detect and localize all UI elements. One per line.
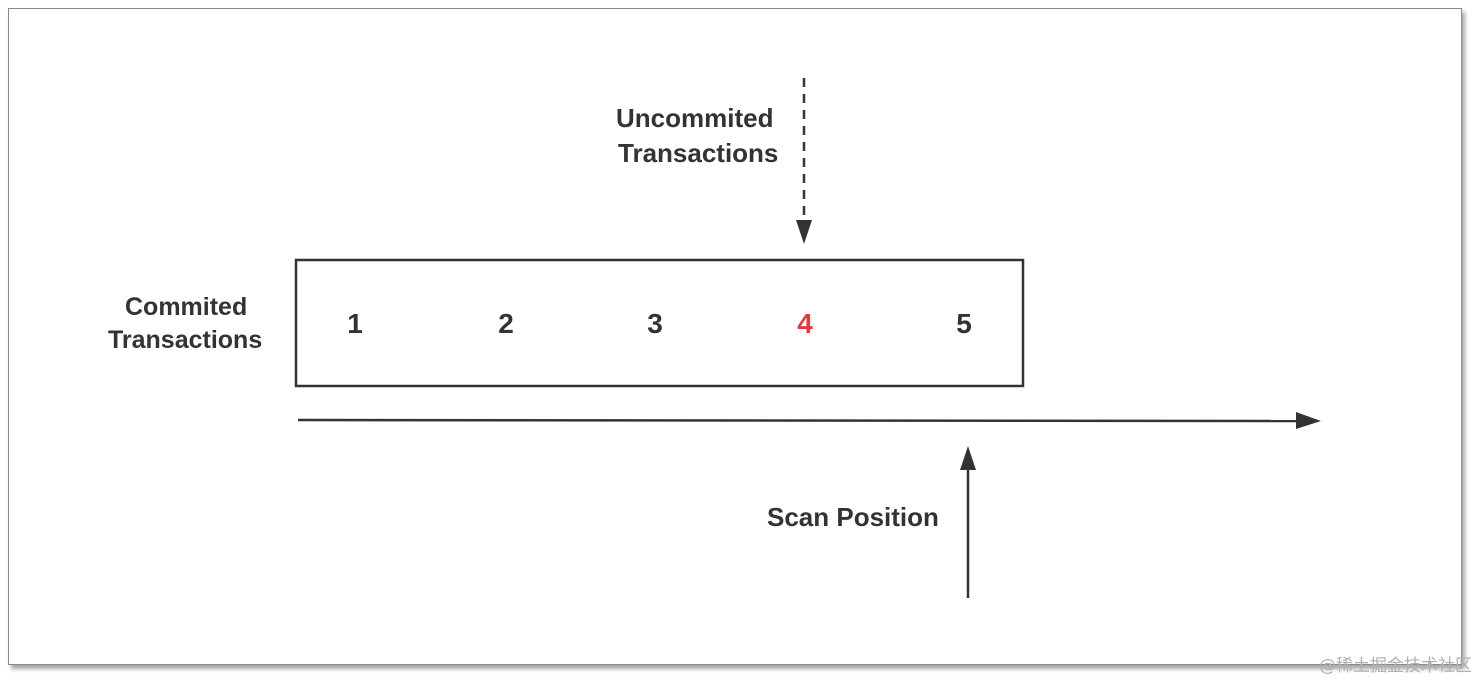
transaction-number: 2	[498, 308, 514, 339]
uncommitted-label-line2: Transactions	[618, 138, 779, 168]
timeline-arrowhead	[1296, 412, 1321, 429]
timeline-axis	[297, 418, 1301, 423]
uncommitted-label-line1: Uncommited	[616, 103, 774, 133]
committed-label-line2: Transactions	[108, 326, 263, 354]
uncommitted-arrowhead	[796, 220, 812, 244]
transaction-number: 1	[347, 308, 363, 339]
diagram-frame	[8, 8, 1462, 665]
transaction-number-highlighted: 4	[797, 308, 813, 339]
committed-label-line1: Commited	[125, 293, 248, 321]
transaction-box	[294, 258, 1025, 388]
transaction-number: 5	[956, 308, 972, 339]
transaction-number: 3	[647, 308, 663, 339]
watermark: @稀土掘金技术社区	[1319, 656, 1472, 676]
scan-position-label: Scan Position	[767, 502, 939, 532]
scan-position-arrowhead	[960, 446, 976, 470]
